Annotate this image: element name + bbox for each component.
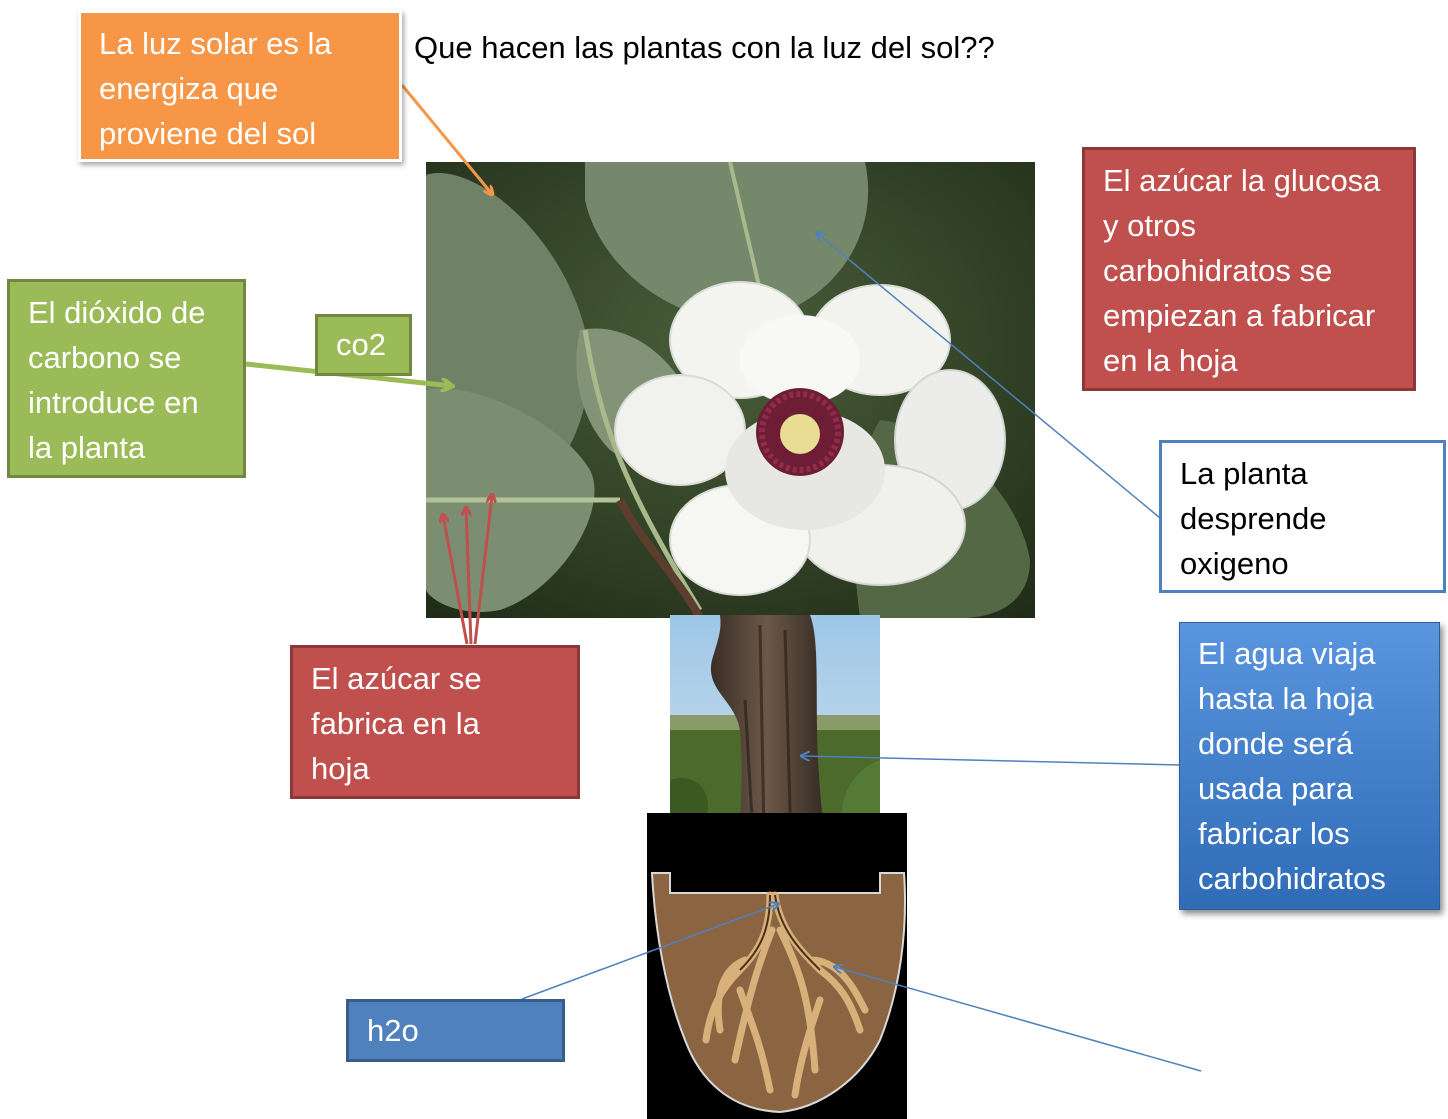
label-azucar-glucosa: El azúcar la glucosa y otros carbohidrat… — [1082, 147, 1416, 391]
label-dioxido-carbono: El dióxido de carbono se introduce en la… — [7, 279, 246, 478]
label-azucar-hoja: El azúcar se fabrica en la hoja — [290, 645, 580, 799]
page-title: Que hacen las plantas con la luz del sol… — [414, 30, 995, 65]
arrow-agua — [802, 756, 1181, 766]
label-h2o: h2o — [346, 999, 565, 1062]
label-agua: El agua viaja hasta la hoja donde será u… — [1179, 622, 1440, 910]
arrow-azucar-1 — [443, 515, 469, 645]
arrow-azucar-3 — [473, 495, 492, 645]
arrow-luz-solar — [400, 84, 492, 194]
arrow-raices — [835, 967, 1202, 1072]
root-soil-drawing — [647, 813, 907, 1119]
arrow-oxigeno — [817, 233, 1161, 519]
magnolia-flower-photo — [426, 161, 1035, 620]
label-oxigeno: La planta desprende oxigeno — [1159, 440, 1446, 593]
arrow-azucar-2 — [466, 508, 473, 645]
label-co2: co2 — [315, 314, 412, 376]
arrow-h2o — [521, 904, 778, 1000]
label-luz-solar: La luz solar es la energiza que proviene… — [78, 10, 402, 162]
